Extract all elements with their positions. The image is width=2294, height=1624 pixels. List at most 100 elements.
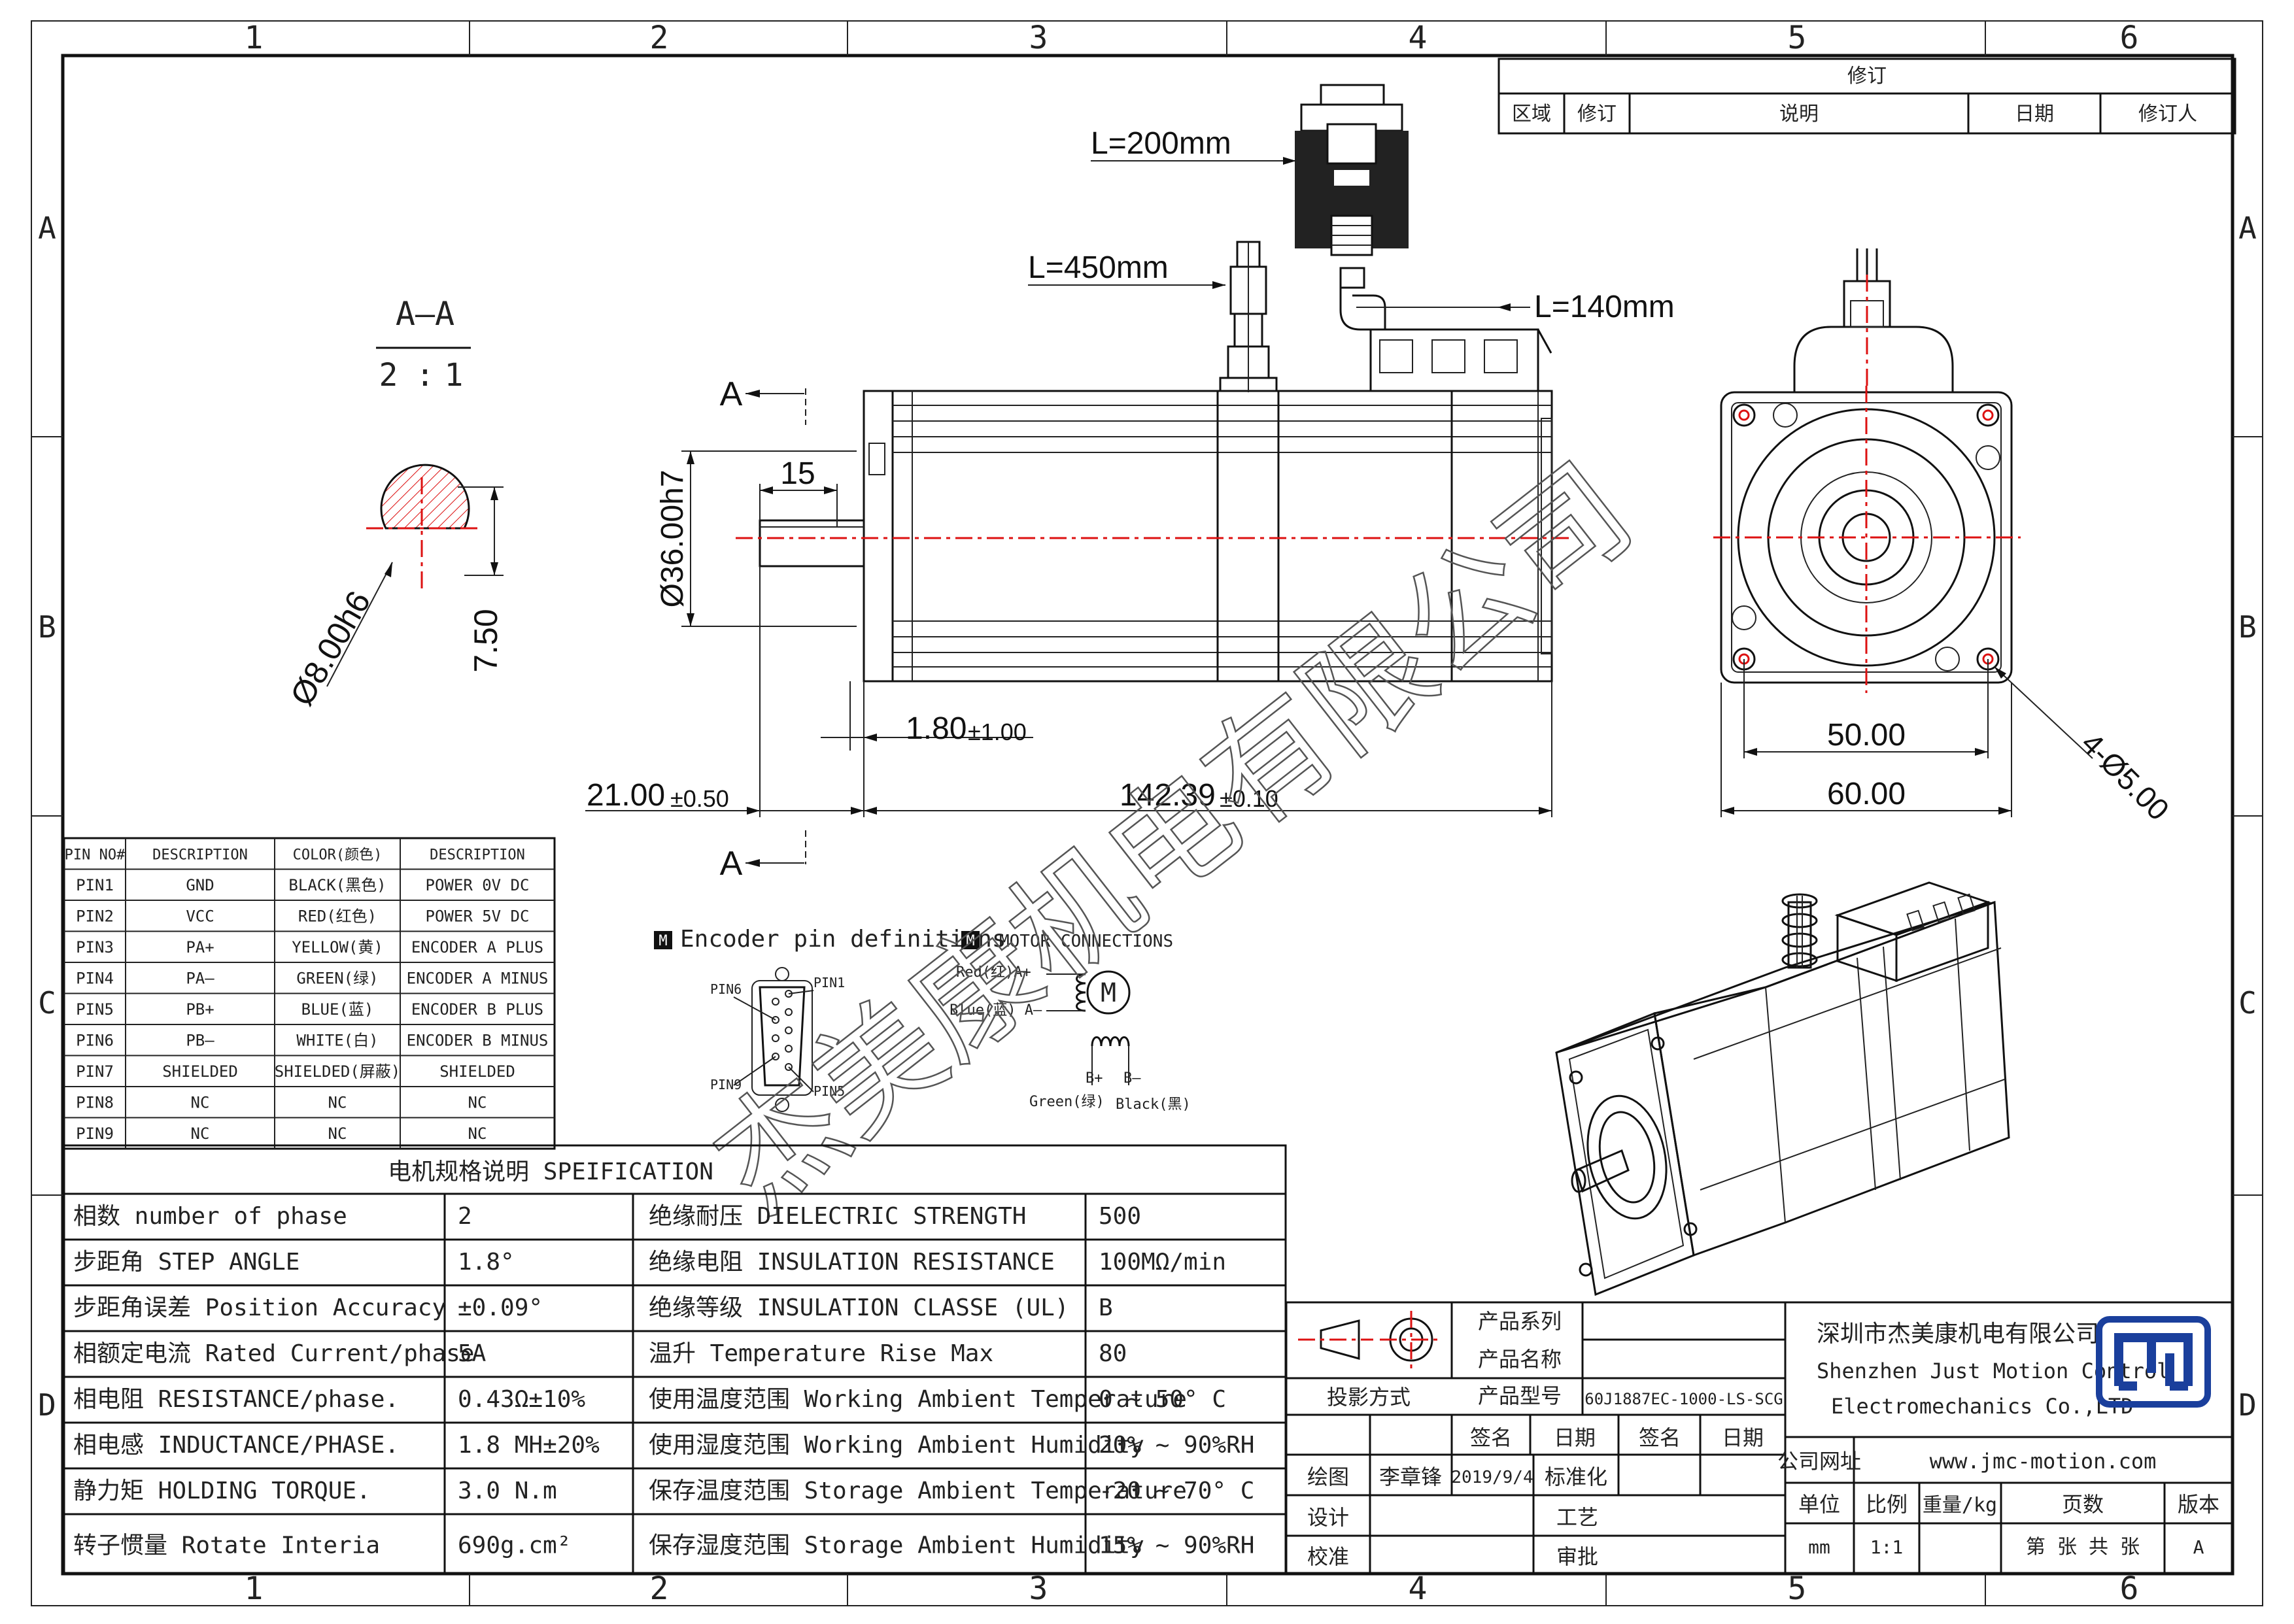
company-en-2: Electromechanics Co.,LTD xyxy=(1831,1394,2133,1419)
spec-param-label: 温升 Temperature Rise Max xyxy=(649,1340,993,1367)
revision-col-rev: 修订 xyxy=(1577,103,1617,126)
unit-value: mm xyxy=(1808,1536,1830,1558)
b-minus: B— xyxy=(1123,1070,1141,1087)
section-view-aa: A—A 2 : 1 7.50 Ø8.00h6 xyxy=(283,295,504,712)
revision-col-reviser: 修订人 xyxy=(2138,103,2197,126)
dim-180: 1.80 xyxy=(906,711,967,746)
section-scale-sep: : xyxy=(416,357,435,394)
unit-label: 单位 xyxy=(1798,1492,1840,1517)
website[interactable]: www.jmc-motion.com xyxy=(1930,1449,2157,1474)
title-block: 产品系列 产品名称 产品型号 60J1887EC-1000-LS-SCG 投影方… xyxy=(1285,1301,2234,1575)
website-label: 公司网址 xyxy=(1777,1449,1861,1474)
pin-table-cell: NC xyxy=(468,1093,487,1111)
check-label: 校准 xyxy=(1307,1544,1349,1569)
dim-15: 15 xyxy=(780,456,815,491)
pin1-label: PIN1 xyxy=(813,975,845,990)
dim-21-tol: ±0.50 xyxy=(670,785,729,812)
motor-symbol: M xyxy=(1101,978,1116,1008)
zone-row-A: A xyxy=(38,211,56,246)
pin-table-cell: PIN6 xyxy=(76,1031,114,1049)
encoder-definitions: M Encoder pin definitions PIN6 PIN1 PIN9… xyxy=(654,926,1006,1112)
pin-table-cell: SHIELDED xyxy=(162,1062,238,1081)
version-label: 版本 xyxy=(2178,1492,2219,1517)
spec-param-value: -20 ~ 70° C xyxy=(1099,1478,1254,1504)
zone-row-D-right: D xyxy=(2238,1387,2257,1423)
pin6-label: PIN6 xyxy=(710,981,742,997)
date-header: 日期 xyxy=(1554,1425,1596,1450)
pin-table-cell: BLACK(黑色) xyxy=(288,876,386,894)
approve-label: 审批 xyxy=(1556,1544,1598,1569)
watermark-text: 杰美康机电有限公司 xyxy=(688,437,1658,1240)
zone-row-C-right: C xyxy=(2238,985,2257,1021)
spec-param-value: 0 ~ 50° C xyxy=(1099,1386,1226,1413)
spec-param-label: 使用温度范围 Working Ambient Temperature xyxy=(649,1386,1187,1413)
spec-param-label: 相数 number of phase xyxy=(73,1203,347,1230)
spec-param-label: 保存温度范围 Storage Ambient Temperature xyxy=(649,1478,1187,1504)
pin-table-cell: PIN3 xyxy=(76,938,114,956)
b-plus: B+ xyxy=(1086,1070,1103,1087)
std-label: 标准化 xyxy=(1545,1464,1607,1489)
drawer-name: 李章锋 xyxy=(1379,1464,1442,1489)
pin9-label: PIN9 xyxy=(710,1077,742,1092)
pin-table-cell: POWER 5V DC xyxy=(426,907,530,925)
revision-col-area: 区域 xyxy=(1512,103,1551,126)
section-mark-top: A xyxy=(720,375,743,413)
spec-param-value: 0.43Ω±10% xyxy=(458,1386,585,1413)
shaft-diameter: Ø8.00h6 xyxy=(283,584,377,711)
company-cn: 深圳市杰美康机电有限公司 xyxy=(1817,1321,2099,1347)
revision-table: 修订 区域 修订 说明 日期 修订人 xyxy=(1498,58,2236,135)
version-value: A xyxy=(2193,1536,2204,1558)
pin-table-cell: PIN8 xyxy=(76,1093,114,1111)
zone-col-5-bottom: 5 xyxy=(1788,1570,1807,1607)
company-en-1: Shenzhen Just Motion Control xyxy=(1817,1359,2169,1383)
pin-table-cell: ENCODER A PLUS xyxy=(411,938,543,956)
pin-table-cell: PIN9 xyxy=(76,1125,114,1143)
design-label: 设计 xyxy=(1307,1505,1349,1530)
blue-a-minus: Blue(蓝) A— xyxy=(950,1002,1042,1019)
projection-label: 投影方式 xyxy=(1327,1385,1411,1410)
pin-table-cell: NC xyxy=(468,1125,487,1143)
pin-table-cell: NC xyxy=(328,1093,347,1111)
mounting-holes: 4-Ø5.00 xyxy=(2075,726,2176,826)
pin-table-cell: PB— xyxy=(186,1031,214,1049)
zone-row-B-right: B xyxy=(2238,609,2257,645)
scale-label: 比例 xyxy=(1866,1492,1908,1517)
encoder-cable-length: L=200mm xyxy=(1091,126,1231,161)
pin-table-cell: YELLOW(黄) xyxy=(292,938,383,956)
spec-param-label: 绝缘等级 INSULATION CLASSE (UL) xyxy=(649,1294,1069,1321)
pin-table-cell: RED(红色) xyxy=(298,907,377,925)
section-scale-a: 2 xyxy=(379,357,398,394)
zone-row-C: C xyxy=(38,985,56,1021)
spec-param-label: 使用湿度范围 Working Ambient Humidity xyxy=(649,1432,1144,1459)
pilot-diameter: Ø36.00h7 xyxy=(655,470,690,608)
spec-param-label: 相电阻 RESISTANCE/phase. xyxy=(73,1386,399,1413)
pin-table-cell: BLUE(蓝) xyxy=(301,1000,374,1019)
spec-param-label: 静力矩 HOLDING TORQUE. xyxy=(73,1478,371,1504)
spec-param-label: 保存湿度范围 Storage Ambient Humidity xyxy=(649,1532,1144,1559)
pin-table-cell: NC xyxy=(191,1093,210,1111)
date-header-2: 日期 xyxy=(1722,1425,1764,1450)
zone-row-B: B xyxy=(38,609,56,645)
zone-col-6: 6 xyxy=(2120,20,2139,56)
side-view: L=200mm L=450mm L=140mm A A 15 Ø36.00h7 xyxy=(585,84,1675,883)
section-scale-b: 1 xyxy=(445,357,464,394)
spec-param-label: 绝缘耐压 DIELECTRIC STRENGTH xyxy=(649,1203,1026,1230)
pin-table-cell: PA+ xyxy=(186,938,214,956)
section-label: A—A xyxy=(396,295,454,333)
spec-param-value: 500 xyxy=(1099,1203,1141,1230)
motor-conn-title: MOTOR CONNECTIONS xyxy=(999,932,1173,951)
motor-cable-length: L=450mm xyxy=(1028,250,1169,285)
pin-table-cell: PIN1 xyxy=(76,876,114,894)
zone-col-6-bottom: 6 xyxy=(2120,1570,2139,1607)
watermark: 杰美康机电有限公司 xyxy=(687,436,1658,1240)
page-label: 页数 xyxy=(2062,1492,2104,1517)
pin-table-cell: GND xyxy=(186,876,214,894)
pin-table-cell: PB+ xyxy=(186,1000,214,1019)
model-value: 60J1887EC-1000-LS-SCG xyxy=(1584,1390,1783,1408)
m-logo-mini-2: M xyxy=(966,933,974,949)
revision-col-desc: 说明 xyxy=(1779,103,1819,126)
model-label: 产品型号 xyxy=(1478,1383,1562,1408)
spec-param-value: 15% ~ 90%RH xyxy=(1099,1532,1254,1559)
